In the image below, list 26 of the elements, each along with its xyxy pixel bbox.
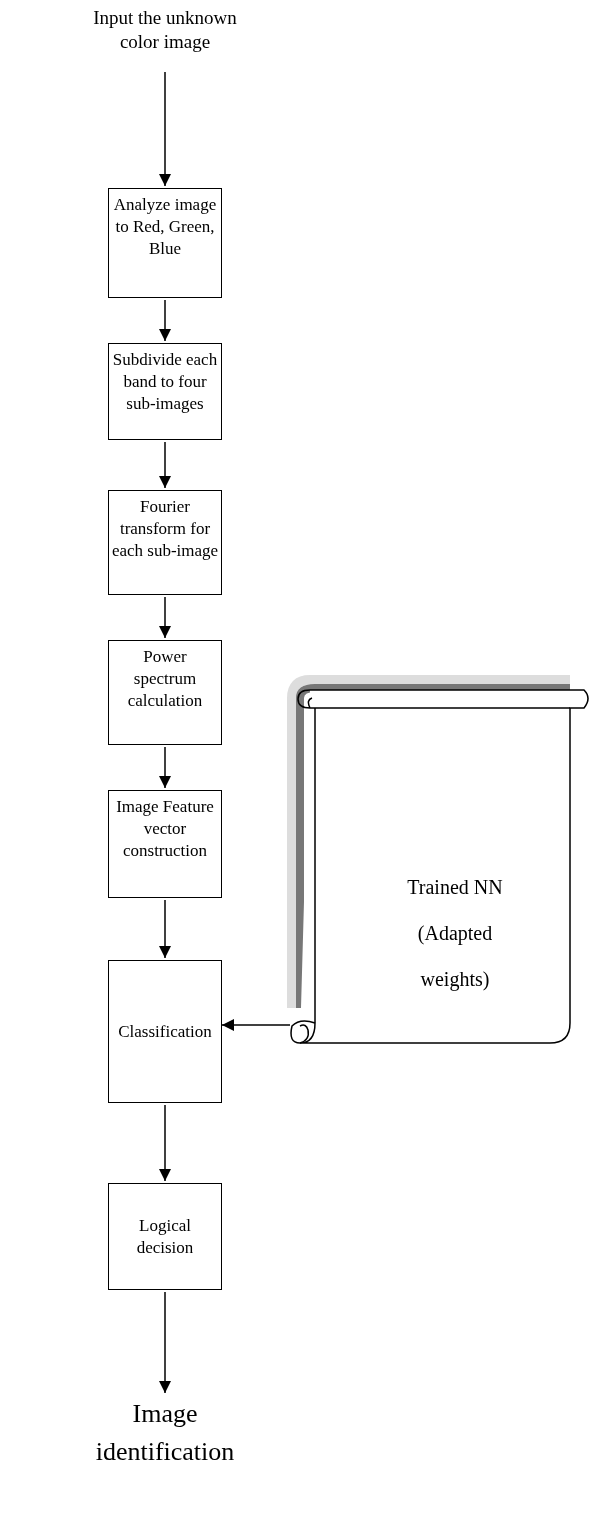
arrow <box>159 746 171 789</box>
arrow <box>159 1104 171 1182</box>
process-box <box>108 790 222 898</box>
node-text: Input the unknown color image <box>92 6 238 54</box>
node-text: Classification <box>118 1020 212 1043</box>
node-text: Subdivide each band to four sub-images <box>111 349 219 415</box>
node-text: Analyze image to Red, Green, Blue <box>112 194 218 260</box>
process-box <box>108 490 222 595</box>
arrow <box>159 299 171 342</box>
scroll-text: Trained NN (Adapted weights) <box>406 875 504 993</box>
arrow <box>159 1291 171 1394</box>
process-box <box>108 960 222 1103</box>
node-text: Fourier transform for each sub-image <box>111 496 219 562</box>
arrow <box>159 899 171 959</box>
arrow <box>159 596 171 639</box>
arrow <box>159 71 171 187</box>
process-box <box>108 640 222 745</box>
node-text: Power spectrum calculation <box>126 646 204 712</box>
node-text: Logical decision <box>135 1214 195 1259</box>
process-box <box>108 343 222 440</box>
process-box <box>108 1183 222 1290</box>
process-box <box>108 188 222 298</box>
node-text: Image identification <box>94 1398 236 1468</box>
node-text: Image Feature vector construction <box>115 796 215 862</box>
arrow <box>221 1019 291 1031</box>
arrow <box>159 441 171 489</box>
